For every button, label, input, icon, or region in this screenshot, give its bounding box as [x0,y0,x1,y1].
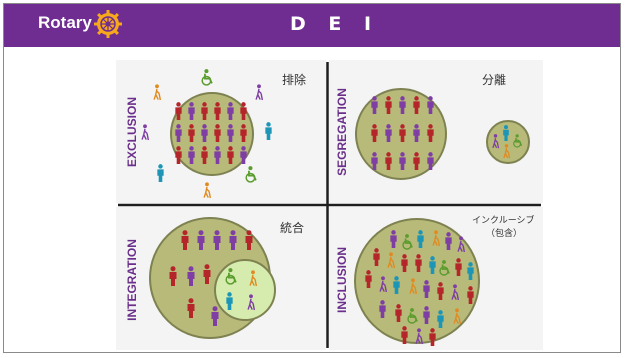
title-bar: Rotary [4,4,620,47]
rotary-brand-text: Rotary [38,13,92,32]
rotary-wheel-icon [94,10,122,38]
segregation-separate-circle [486,120,530,164]
label-segregation: SEGREGATION [335,88,349,176]
caption-inclusion-line1: インクルーシブ [472,214,535,226]
caption-exclusion: 排除 [282,72,306,87]
label-integration: INTEGRATION [125,239,139,321]
caption-integration: 統合 [280,220,304,235]
caption-inclusion-line2: （包含） [486,227,522,239]
caption-segregation: 分離 [482,73,506,87]
integration-subgroup-circle [214,259,276,321]
label-exclusion: EXCLUSION [125,97,139,167]
label-inclusion: INCLUSION [335,247,349,313]
dei-diagram: EXCLUSION SEGREGATION INTEGRATION INCLUS… [116,60,543,350]
slide-frame: Rotary [3,3,621,353]
slide-title: D E I [290,13,380,35]
